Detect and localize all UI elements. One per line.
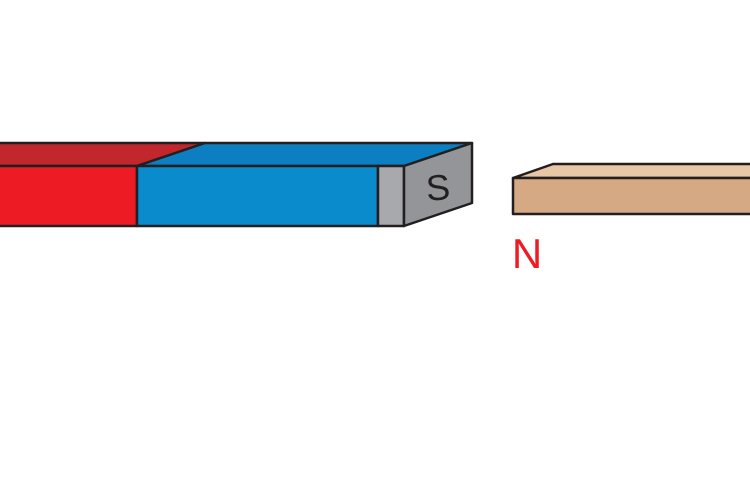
north-pole-label: N [512, 230, 542, 277]
magnet-red-half [0, 164, 139, 228]
magnet-blue-half [135, 164, 380, 228]
bar-magnet: S [0, 141, 474, 228]
magnet-end-cap-front [376, 164, 406, 228]
wood-strip-top-face [511, 162, 750, 180]
wood-strip [511, 162, 750, 216]
magnet-end-face [402, 141, 474, 228]
wood-strip-front-face [511, 176, 750, 216]
magnet-south-pole-label: S [425, 166, 452, 209]
